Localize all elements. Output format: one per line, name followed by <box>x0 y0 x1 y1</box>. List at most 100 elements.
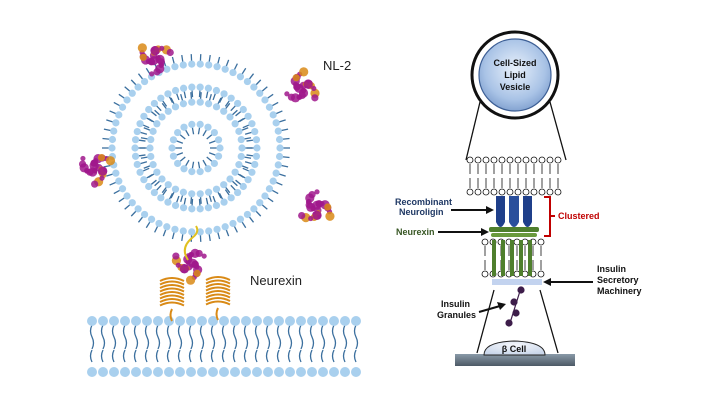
beta-cell-label: β Cell <box>502 344 527 354</box>
lipid-head <box>226 175 234 183</box>
lipid-head <box>234 99 242 108</box>
zoom-line-right <box>549 101 567 161</box>
protein-subunit <box>315 200 323 208</box>
lipid-head <box>275 135 284 144</box>
neurexin-strand <box>159 301 185 307</box>
lipid-head <box>351 316 361 326</box>
neurexin-strand <box>159 277 185 282</box>
insulin-granule <box>510 298 518 306</box>
lipid-tail <box>111 349 115 363</box>
lipid-tail <box>254 349 258 363</box>
granules-label-2: Granules <box>437 310 476 320</box>
vesicle-label-1: Cell-Sized <box>493 58 536 68</box>
protein-subunit <box>284 91 290 97</box>
lipid-head <box>171 86 180 95</box>
protein-subunit <box>308 190 316 199</box>
lipid-head <box>204 84 213 92</box>
lipid-head <box>175 316 185 326</box>
protein-subunit <box>149 71 155 77</box>
lipid-head <box>149 127 157 135</box>
lipid-head <box>250 83 258 91</box>
lipid-head <box>188 120 196 128</box>
neurexin-strand <box>205 300 231 306</box>
lipid-head <box>118 185 127 193</box>
protein-subunit <box>175 262 181 268</box>
lipid-head <box>285 367 295 377</box>
lipid-head <box>229 219 237 228</box>
lipid-head <box>498 156 506 164</box>
lipid-head <box>466 188 474 196</box>
lipid-head <box>248 120 256 128</box>
lipid-head <box>269 177 277 185</box>
lipid-head <box>229 68 237 77</box>
lipid-head <box>197 367 207 377</box>
lipid-tail <box>254 324 260 350</box>
protein-subunit <box>195 249 203 258</box>
neurexin-stalk <box>215 307 219 321</box>
lipid-head <box>205 61 213 69</box>
granule-chain <box>509 290 521 324</box>
lipid-head <box>351 367 361 377</box>
lipid-head <box>179 61 187 69</box>
lipid-head <box>164 107 172 115</box>
lipid-head <box>196 190 204 198</box>
lipid-head <box>272 169 280 177</box>
lipid-head <box>136 120 144 128</box>
lipid-head <box>153 168 161 176</box>
neurexin-arrowhead <box>481 228 489 236</box>
recombinant-neuroligin-label-1: Recombinant <box>395 197 452 207</box>
lipid-tail <box>265 349 269 363</box>
lipid-tail <box>232 349 236 363</box>
lipid-head <box>546 156 554 164</box>
lipid-head <box>236 215 245 223</box>
protein-subunit <box>80 155 86 162</box>
lipid-head <box>231 168 239 176</box>
lipid-head <box>204 204 213 212</box>
lipid-head <box>212 86 221 95</box>
lipid-head <box>274 316 284 326</box>
right-panel: Cell-Sized Lipid Vesicle β Cell <box>395 30 642 366</box>
lipid-head <box>210 128 218 137</box>
lipid-tail <box>331 349 335 363</box>
lipid-head <box>219 367 229 377</box>
lipid-head <box>261 192 269 200</box>
lipid-tail <box>276 324 282 350</box>
lipid-head <box>196 120 204 128</box>
lipid-head <box>252 136 261 144</box>
neurexin-strand <box>205 290 231 295</box>
lipid-head <box>120 367 130 377</box>
lipid-head <box>243 77 252 86</box>
lipid-head <box>241 367 251 377</box>
protein-subunit <box>188 251 194 258</box>
lipid-head <box>274 127 282 135</box>
protein-subunit <box>84 168 90 174</box>
lipid-head <box>276 144 284 152</box>
lipid-head <box>296 316 306 326</box>
lipid-head <box>188 83 196 91</box>
lipid-head <box>115 111 123 119</box>
lipid-head <box>196 168 204 176</box>
lipid-head <box>490 188 498 196</box>
lipid-tail <box>210 349 214 363</box>
lipid-head <box>256 89 264 97</box>
protein-subunit <box>91 180 99 188</box>
neurexin-strand <box>159 284 185 289</box>
lipid-tail <box>89 324 95 350</box>
lipid-head <box>133 127 141 136</box>
lipid-head <box>150 188 158 197</box>
lipid-tail <box>287 349 291 363</box>
lipid-head <box>179 188 188 196</box>
protein-subunit <box>292 74 300 82</box>
lipid-tail <box>221 349 225 363</box>
protein-subunit <box>97 153 106 162</box>
lipid-tail <box>243 349 247 363</box>
granules-arrowhead <box>497 302 506 310</box>
lipid-head <box>131 316 141 326</box>
protein-subunit <box>159 45 165 51</box>
protein-subunit <box>185 275 196 285</box>
lipid-head <box>118 103 127 111</box>
neurexin-stalk <box>169 308 173 322</box>
protein-subunit <box>179 264 190 274</box>
lipid-head <box>329 316 339 326</box>
lipid-tail <box>177 324 183 350</box>
